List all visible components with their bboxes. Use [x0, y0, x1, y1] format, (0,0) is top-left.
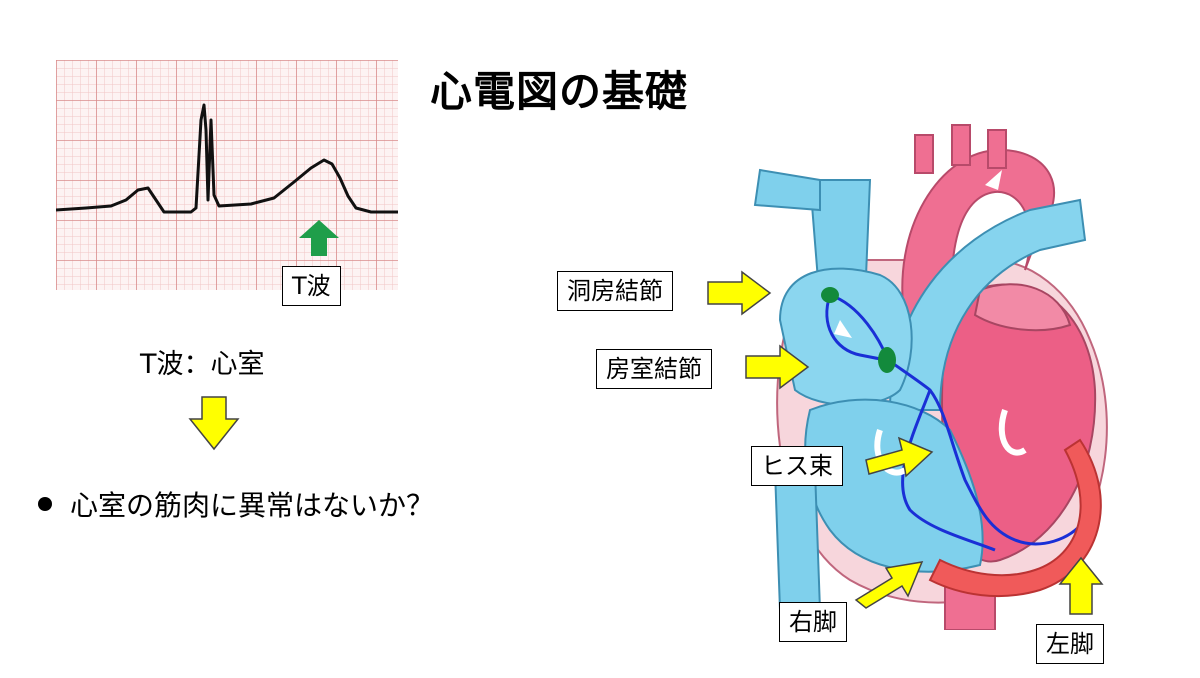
- av-node-arrow-icon: [745, 344, 810, 390]
- sa-node-label: 洞房結節: [557, 271, 673, 311]
- his-bundle-label: ヒス束: [751, 446, 843, 486]
- bullet-dot-icon: [38, 497, 52, 511]
- ecg-trace: [55, 103, 398, 214]
- bullet-text: 心室の筋肉に異常はないか？: [70, 489, 435, 522]
- ecg-graph: [55, 60, 398, 290]
- down-arrow-icon: [188, 396, 240, 451]
- bullet-item: 心室の筋肉に異常はないか？: [38, 484, 434, 524]
- right-bundle-arrow-icon: [854, 561, 924, 609]
- av-node-label: 房室結節: [596, 349, 712, 389]
- sa-node-marker: [821, 287, 839, 303]
- left-bundle-label: 左脚: [1036, 624, 1104, 664]
- ecg-strip: T波: [55, 60, 398, 306]
- his-bundle-arrow-icon: [865, 436, 934, 478]
- left-bundle-band: [928, 438, 1102, 598]
- left-bundle-arrow-icon: [1058, 556, 1104, 615]
- sa-node-arrow-icon: [707, 270, 772, 316]
- ecg-grid: [56, 60, 398, 290]
- slide-title: 心電図の基礎: [430, 67, 689, 116]
- heart-diagram: [753, 124, 1108, 630]
- t-wave-label: T波: [282, 266, 341, 306]
- t-wave-arrow-icon: [299, 220, 339, 256]
- right-bundle-label: 右脚: [779, 602, 847, 642]
- subheading: T波：心室: [140, 349, 265, 380]
- av-node-marker: [878, 347, 896, 373]
